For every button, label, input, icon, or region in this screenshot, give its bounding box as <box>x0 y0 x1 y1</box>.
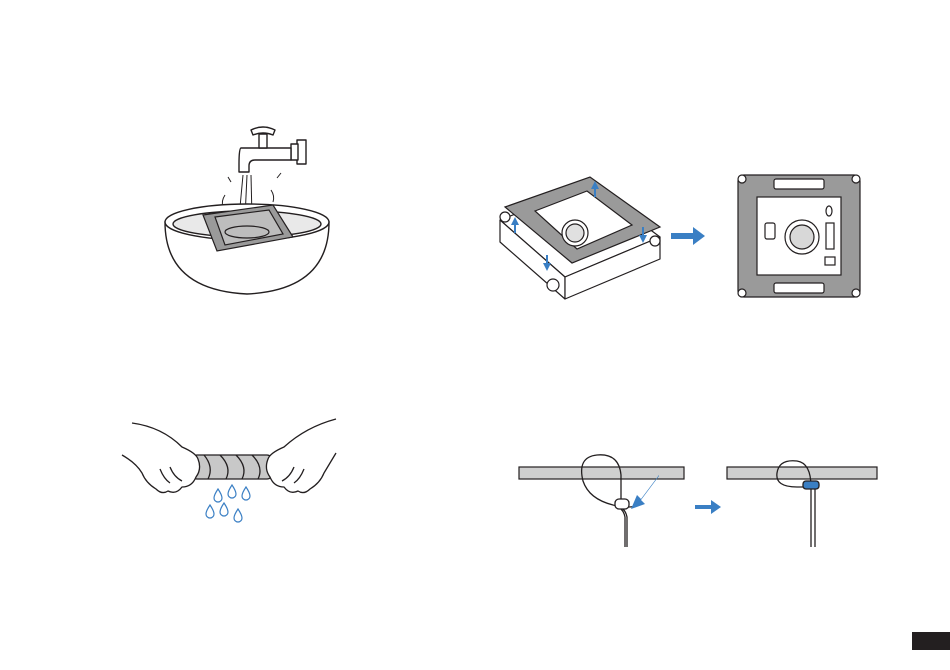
robot-bottom-view-icon <box>738 175 860 297</box>
window-frame-bar <box>727 467 877 479</box>
attach-pad-illustration <box>495 165 875 315</box>
twisted-cloth-icon <box>192 455 272 479</box>
right-arrow-icon <box>695 500 721 514</box>
wring-pad-illustration <box>130 415 340 530</box>
window-frame-bar <box>519 467 684 479</box>
right-arrow-icon <box>671 227 705 245</box>
water-drops-icon <box>206 485 250 522</box>
left-hand-icon <box>122 423 200 493</box>
pull-arrow-icon <box>631 475 659 509</box>
soak-pad-illustration <box>155 120 340 300</box>
faucet-icon <box>239 127 306 172</box>
page-tab-marker <box>912 632 950 650</box>
right-hand-icon <box>266 419 336 493</box>
safety-rope-illustration <box>515 455 880 550</box>
